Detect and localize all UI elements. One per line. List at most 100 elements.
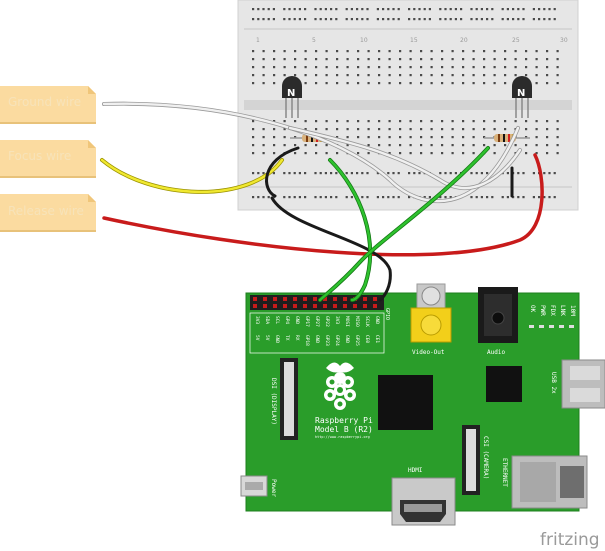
transistor-letter: N bbox=[517, 88, 525, 99]
breadboard-hole bbox=[493, 50, 496, 53]
breadboard-hole bbox=[501, 18, 504, 21]
col-number: 30 bbox=[560, 37, 568, 44]
breadboard-hole bbox=[367, 58, 370, 61]
breadboard-hole bbox=[324, 18, 327, 21]
breadboard-hole bbox=[378, 136, 381, 139]
breadboard-hole bbox=[366, 196, 369, 199]
breadboard-hole bbox=[441, 66, 444, 69]
breadboard-hole bbox=[483, 82, 486, 85]
breadboard-hole bbox=[423, 8, 426, 11]
breadboard-hole bbox=[472, 128, 475, 131]
gpio-pin bbox=[313, 304, 317, 308]
breadboard-hole bbox=[553, 18, 556, 21]
black-wire-left bbox=[265, 146, 300, 198]
breadboard-hole bbox=[399, 128, 402, 131]
breadboard-hole bbox=[553, 172, 556, 175]
breadboard-hole bbox=[350, 18, 353, 21]
breadboard-hole bbox=[304, 144, 307, 147]
dsi-label: DSI (DISPLAY) bbox=[270, 378, 277, 425]
breadboard-hole bbox=[491, 8, 494, 11]
breadboard-hole bbox=[294, 50, 297, 53]
breadboard-hole bbox=[449, 172, 452, 175]
breadboard-hole bbox=[324, 196, 327, 199]
breadboard-hole bbox=[423, 196, 426, 199]
breadboard-hole bbox=[273, 66, 276, 69]
ethernet-port: ETHERNET bbox=[501, 455, 588, 509]
gpio-pin bbox=[373, 304, 377, 308]
breadboard-hole bbox=[262, 128, 265, 131]
breadboard-hole bbox=[399, 50, 402, 53]
breadboard-hole bbox=[357, 66, 360, 69]
breadboard-hole bbox=[480, 172, 483, 175]
breadboard-hole bbox=[283, 74, 286, 77]
breadboard-hole bbox=[546, 128, 549, 131]
breadboard-hole bbox=[441, 58, 444, 61]
breadboard-hole bbox=[418, 8, 421, 11]
breadboard-hole bbox=[378, 128, 381, 131]
breadboard-hole bbox=[382, 8, 385, 11]
gpio-pin-label: TX bbox=[284, 335, 290, 341]
breadboard-hole bbox=[543, 18, 546, 21]
breadboard-hole bbox=[367, 74, 370, 77]
breadboard-hole bbox=[283, 50, 286, 53]
breadboard-hole bbox=[336, 120, 339, 123]
breadboard-hole bbox=[325, 66, 328, 69]
focus-wire-label: Focus wire bbox=[8, 149, 71, 163]
breadboard-hole bbox=[409, 152, 412, 155]
led-label: PWR bbox=[539, 305, 546, 316]
breadboard-hole bbox=[472, 74, 475, 77]
breadboard-hole bbox=[346, 58, 349, 61]
breadboard-hole bbox=[408, 196, 411, 199]
breadboard-hole bbox=[304, 172, 307, 175]
breadboard-hole bbox=[460, 8, 463, 11]
breadboard-hole bbox=[413, 18, 416, 21]
breadboard-hole bbox=[336, 74, 339, 77]
breadboard-hole bbox=[556, 74, 559, 77]
breadboard-hole bbox=[525, 74, 528, 77]
breadboard-hole bbox=[330, 196, 333, 199]
breadboard-hole bbox=[288, 196, 291, 199]
breadboard-hole bbox=[462, 152, 465, 155]
breadboard-hole bbox=[423, 18, 426, 21]
breadboard-hole bbox=[556, 58, 559, 61]
breadboard-hole bbox=[493, 144, 496, 147]
breadboard-hole bbox=[257, 18, 260, 21]
breadboard-hole bbox=[556, 66, 559, 69]
breadboard-hole bbox=[522, 8, 525, 11]
breadboard-hole bbox=[413, 172, 416, 175]
breadboard-hole bbox=[535, 50, 538, 53]
breadboard-hole bbox=[346, 144, 349, 147]
breadboard-hole bbox=[506, 8, 509, 11]
breadboard-hole bbox=[546, 136, 549, 139]
breadboard-hole bbox=[472, 120, 475, 123]
breadboard-hole bbox=[409, 58, 412, 61]
breadboard-hole bbox=[535, 82, 538, 85]
breadboard-hole bbox=[491, 196, 494, 199]
col-number: 25 bbox=[512, 37, 520, 44]
gpio-pin bbox=[253, 304, 257, 308]
breadboard-hole bbox=[304, 66, 307, 69]
breadboard-hole bbox=[346, 82, 349, 85]
breadboard-hole bbox=[514, 50, 517, 53]
breadboard-hole bbox=[470, 196, 473, 199]
black-wire-gnd bbox=[270, 196, 392, 302]
breadboard-hole bbox=[451, 50, 454, 53]
breadboard-hole bbox=[472, 50, 475, 53]
breadboard-hole bbox=[543, 8, 546, 11]
breadboard-hole bbox=[399, 58, 402, 61]
breadboard-hole bbox=[314, 18, 317, 21]
breadboard-hole bbox=[399, 120, 402, 123]
breadboard-hole bbox=[397, 196, 400, 199]
gpio-pin-label: MISO bbox=[354, 316, 360, 327]
breadboard-hole bbox=[451, 74, 454, 77]
gpio-pin-label: GP22 bbox=[324, 316, 330, 327]
ethernet-label: ETHERNET bbox=[501, 458, 508, 487]
breadboard-hole bbox=[439, 8, 442, 11]
breadboard-hole bbox=[388, 136, 391, 139]
breadboard-hole bbox=[388, 66, 391, 69]
breadboard-hole bbox=[366, 172, 369, 175]
breadboard: 1 5 10 15 20 25 30 bbox=[237, 0, 579, 211]
breadboard-hole bbox=[546, 74, 549, 77]
breadboard-hole bbox=[293, 18, 296, 21]
